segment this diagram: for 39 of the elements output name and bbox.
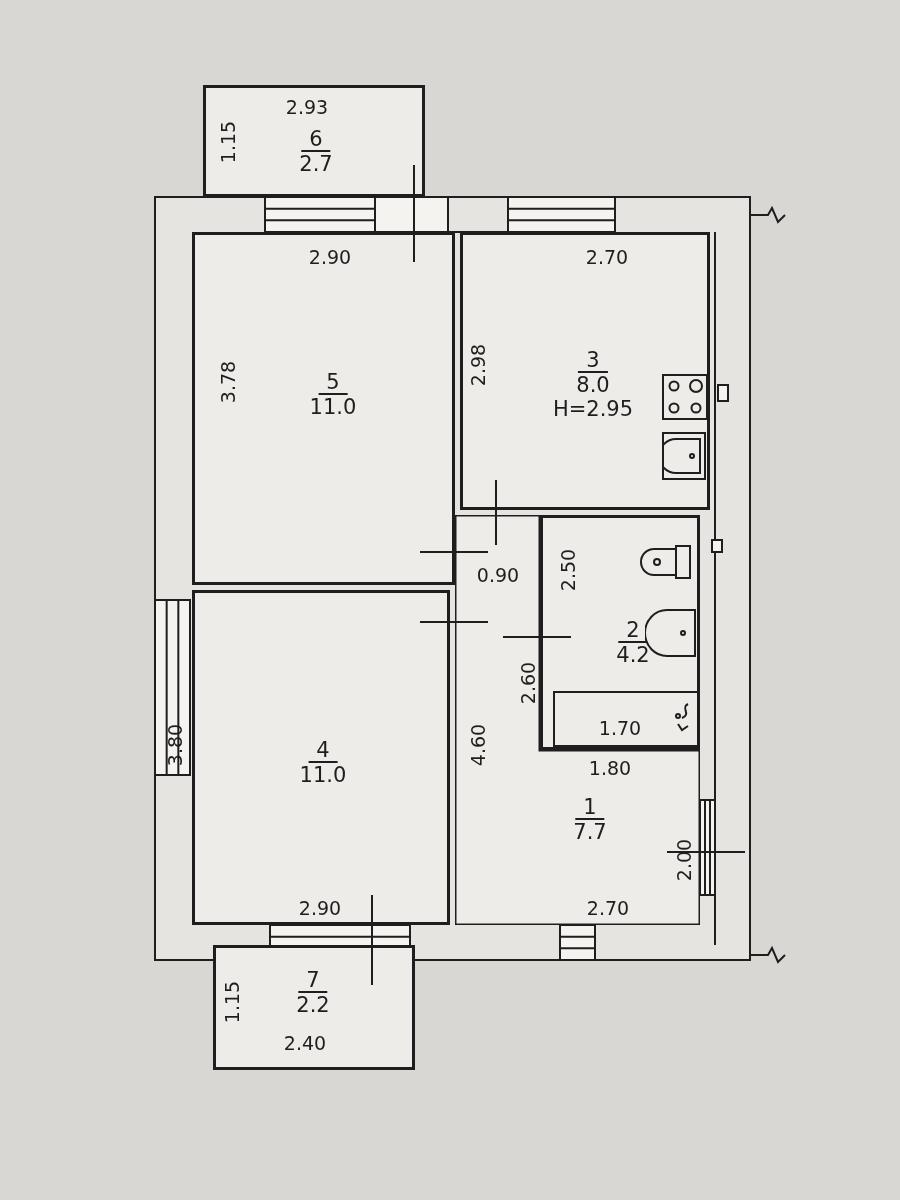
dimension-label: 2.00	[674, 838, 694, 882]
dimension-label: 2.90	[308, 247, 352, 267]
room-number: 5	[318, 371, 348, 395]
dimension-label: 2.70	[585, 247, 629, 267]
dimension-label: 1.15	[218, 120, 238, 164]
room-area: 4.2	[616, 643, 650, 667]
room-area: 7.7	[573, 820, 607, 844]
ceiling-height: H=2.95	[552, 397, 634, 421]
dimension-label: 3.78	[218, 360, 238, 404]
room-number: 4	[308, 739, 338, 763]
room-number: 1	[575, 796, 605, 820]
dimension-label: 2.98	[468, 343, 488, 387]
dimension-label: 1.15	[222, 980, 242, 1024]
room	[192, 590, 450, 925]
dimension-label: 4.60	[468, 723, 488, 767]
dimension-label: 2.90	[298, 898, 342, 918]
dimension-label: 2.93	[285, 97, 329, 117]
dimension-label: 2.60	[518, 661, 538, 705]
room-area: 2.7	[299, 152, 333, 176]
room-area: 2.2	[296, 993, 330, 1017]
room	[213, 945, 415, 1070]
dimension-label: 1.70	[598, 718, 642, 738]
room	[192, 232, 455, 585]
dimension-label: 2.70	[586, 898, 630, 918]
dimension-label: 0.90	[476, 565, 520, 585]
dimension-label: 2.50	[558, 548, 578, 592]
dimension-label: 1.80	[588, 758, 632, 778]
dimension-label: 2.40	[283, 1033, 327, 1053]
room-number: 3	[578, 349, 608, 373]
room-number: 7	[298, 969, 328, 993]
room-area: 11.0	[299, 763, 347, 787]
room-area: 11.0	[309, 395, 357, 419]
room	[460, 232, 710, 510]
room	[455, 515, 700, 925]
room	[540, 515, 700, 750]
room-number: 6	[301, 128, 331, 152]
room-number: 2	[618, 619, 648, 643]
room	[203, 85, 425, 197]
room-area: 8.0	[576, 373, 610, 397]
